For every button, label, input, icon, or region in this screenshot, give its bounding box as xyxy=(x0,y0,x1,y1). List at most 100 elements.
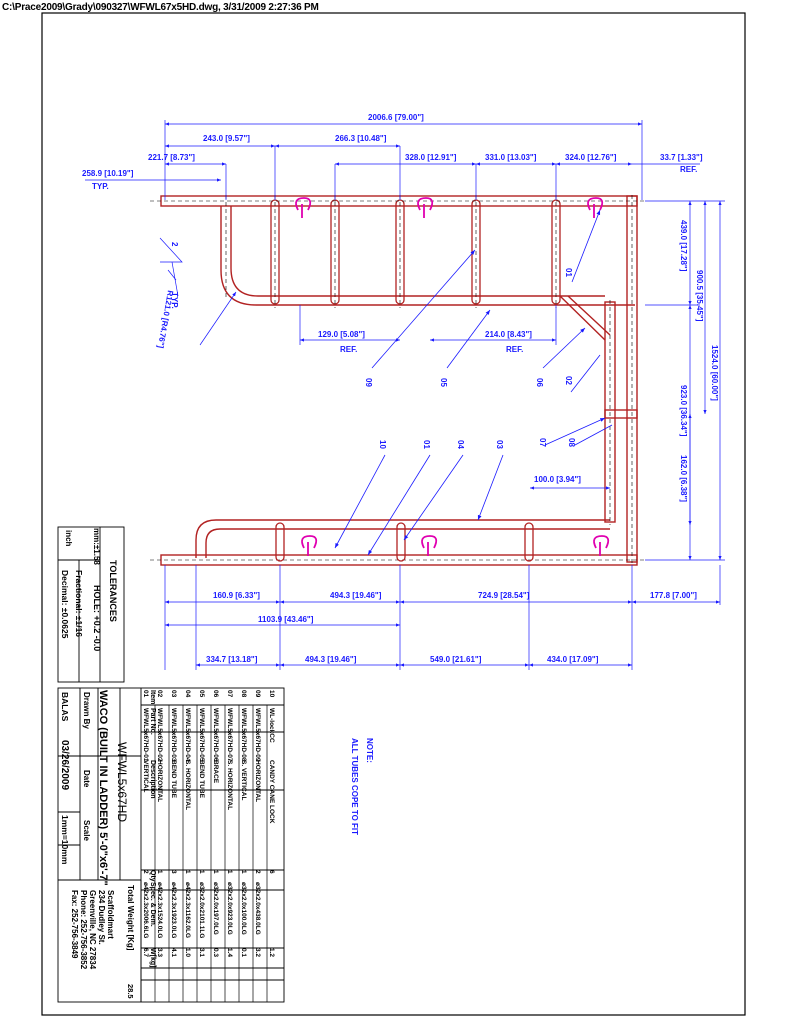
tolerances-title: TOLERANCES xyxy=(108,560,118,622)
tol-fractional: Fractional: ±1/16 xyxy=(74,570,84,637)
bom-header-0: Item xyxy=(149,690,156,704)
dim-900: 900.5 [35.45"] xyxy=(695,270,704,322)
bom-header-5: W[kg] xyxy=(149,948,156,967)
dim-221: 221.7 [8.73"] xyxy=(148,153,195,162)
callout-08: 08 xyxy=(567,438,576,447)
bom-cell: WFWL5x67HD-09 xyxy=(254,708,261,762)
company-phone: Phone: 252-756-3852 xyxy=(79,890,88,970)
company-name: Scaffoldmart xyxy=(106,890,115,939)
company-address1: 234 Dudley St. xyxy=(97,890,106,945)
dim-214: 214.0 [8.43"] xyxy=(485,330,532,339)
bom-cell: 1.4 xyxy=(226,948,233,957)
dimension-lines xyxy=(85,120,725,670)
callout-06: 06 xyxy=(535,378,544,387)
bom-cell: 3.1 xyxy=(198,948,205,957)
bom-cell: ø32x2.0x2101.1LG xyxy=(198,882,205,938)
dim-1103: 1103.9 [43.46"] xyxy=(258,615,314,624)
bom-cell: WL-lockCC xyxy=(268,708,275,743)
company-address2: Greenville, NC 27834 xyxy=(88,890,97,970)
tolerances-block xyxy=(57,526,125,683)
bom-header-2: Description xyxy=(149,760,156,799)
tol-decimal: Decimal: ±0.0625 xyxy=(60,570,70,639)
bom-cell: 03 xyxy=(170,690,177,698)
bom-cell: ø42x2.3x1524.0LG xyxy=(156,882,163,938)
bom-cell: 6 xyxy=(268,870,275,874)
bom-cell: 07 xyxy=(226,690,233,698)
bom-cell: BEND TUBE xyxy=(198,760,205,799)
bom-cell: 1 xyxy=(198,870,205,874)
bom-header-3: Qty xyxy=(149,870,156,882)
company-fax: Fax: 252-756-3849 xyxy=(70,890,79,959)
bom-cell: S. HORIZONTAL xyxy=(184,760,191,810)
bom-cell: ø32x2.0x438.0LG xyxy=(254,882,261,935)
dim-overall-width: 2006.6 [79.00"] xyxy=(368,113,424,122)
dim-331: 331.0 [13.03"] xyxy=(485,153,537,162)
bom-cell: BRACE xyxy=(212,760,219,784)
bom-cell: 1 xyxy=(240,870,247,874)
bom-cell: ø42x2.3x1162.0LG xyxy=(184,882,191,938)
bom-cell: ø32x2.0x197.0LG xyxy=(212,882,219,935)
scale-label: Scale xyxy=(82,820,91,841)
dim-439: 439.0 [17.28"] xyxy=(679,220,688,272)
bom-cell: 0.3 xyxy=(212,948,219,957)
bom-cell: 0.1 xyxy=(240,948,247,957)
callout-01-lower: 01 xyxy=(422,440,431,449)
bom-cell: ø42x2.3x2006.6LG xyxy=(142,882,149,938)
bend-tube-upper xyxy=(220,206,635,306)
upper-rungs xyxy=(270,199,561,305)
bom-cell: WFWL5x67HD-06 xyxy=(212,708,219,762)
scale: 1mm=10mm xyxy=(60,815,70,865)
small-horizontal xyxy=(604,409,638,419)
sheet-border xyxy=(41,12,746,1016)
part-description: WACO (BUILT IN LADDER) 5'-0"x6'-7" xyxy=(97,690,109,886)
drawn-by-label: Drawn By xyxy=(82,692,91,729)
callout-leaders xyxy=(334,209,613,556)
dim-177: 177.8 [7.00"] xyxy=(650,591,697,600)
date: 03/26/2009 xyxy=(59,740,70,790)
bom-cell: 09 xyxy=(254,690,261,698)
bom-cell: 10 xyxy=(268,690,275,698)
bom-cell: 1.0 xyxy=(184,948,191,957)
date-label: Date xyxy=(82,770,91,788)
bom-cell: WFWL5x67HD-08 xyxy=(240,708,247,762)
dim-typ: TYP. xyxy=(92,182,109,191)
bom-cell: 05 xyxy=(198,690,205,698)
bom-cell: 06 xyxy=(212,690,219,698)
dim-724: 724.9 [28.54"] xyxy=(478,591,530,600)
bom-cell: S. VERTICAL xyxy=(240,760,247,800)
bom-cell: ø32x2.0x923.0LG xyxy=(226,882,233,935)
brace xyxy=(559,295,611,341)
bom-cell: BEND TUBE xyxy=(170,760,177,799)
bom-cell: 6.7 xyxy=(142,948,149,957)
bom-cell: 1 xyxy=(212,870,219,874)
bend-tube-lower xyxy=(195,519,610,558)
part-title: WFWL5x67HD xyxy=(115,742,129,822)
bom-cell: HORIZONTAL xyxy=(254,760,261,802)
tol-mm: mm:±1.58 xyxy=(92,528,101,565)
callout-10: 10 xyxy=(378,440,387,449)
drawn-by: BALAS xyxy=(60,692,70,722)
bom-cell: WFWL5x67HD-07 xyxy=(226,708,233,762)
bom-cell: 1 xyxy=(226,870,233,874)
dim-100: 100.0 [3.94"] xyxy=(534,475,581,484)
dim-243: 243.0 [9.57"] xyxy=(203,134,250,143)
lower-rungs xyxy=(275,522,534,562)
bom-cell: ø42x2.3x1923.0LG xyxy=(170,882,177,938)
dim-160: 160.9 [6.33"] xyxy=(213,591,260,600)
bom-cell: CANDY CANE LOCK xyxy=(268,760,275,824)
weld-typ: TYP. xyxy=(170,292,179,309)
bom-cell: S. HORIZONTAL xyxy=(226,760,233,810)
bom-cell: 3 xyxy=(170,870,177,874)
bom-cell: 3.3 xyxy=(156,948,163,957)
bom-cell: 01 xyxy=(142,690,149,698)
bom-cell: HORIZONTAL xyxy=(156,760,163,802)
note-text: ALL TUBES COPE TO FIT xyxy=(350,738,359,835)
dim-494-b: 494.3 [19.46"] xyxy=(305,655,357,664)
note-title: NOTE: xyxy=(365,738,374,763)
file-path-header: C:\Prace2009\Grady\090327\WFWL67x5HD.dwg… xyxy=(2,2,319,13)
bom-cell: WFWL5x67HD-03 xyxy=(170,708,177,762)
dim-ref-2: REF. xyxy=(340,345,357,354)
bom-cell: WFWL5x67HD-04 xyxy=(184,708,191,762)
bom-cell: 04 xyxy=(184,690,191,698)
